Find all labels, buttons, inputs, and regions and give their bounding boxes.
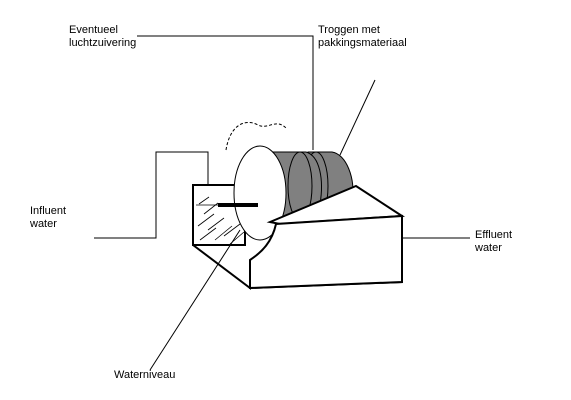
label-water-level-text: Waterniveau xyxy=(114,369,176,381)
label-influent-line2: water xyxy=(30,218,57,230)
label-troughs-line1: Troggen met xyxy=(318,24,380,36)
label-influent: Influent water xyxy=(30,205,66,231)
label-air-purification: Eventueel luchtzuivering xyxy=(69,24,136,50)
label-effluent-line1: Effluent xyxy=(475,229,513,241)
trough-front-panel xyxy=(249,214,403,290)
air-purification-leader xyxy=(137,35,314,150)
label-water-level: Waterniveau xyxy=(114,369,175,382)
drum-front-face xyxy=(233,145,287,241)
water-level-leader xyxy=(149,229,241,371)
label-troughs-line2: pakkingsmateriaal xyxy=(318,37,407,49)
trough-left-side xyxy=(192,244,251,291)
label-troughs: Troggen met pakkingsmateriaal xyxy=(318,24,407,50)
label-air-purification-line1: Eventueel xyxy=(69,24,118,36)
air-arc xyxy=(225,121,287,151)
influent-pipe xyxy=(94,151,209,239)
label-influent-line1: Influent xyxy=(30,205,67,217)
label-air-purification-line2: luchtzuivering xyxy=(69,37,137,49)
troughs-leader xyxy=(339,79,376,156)
label-effluent: Effluent water xyxy=(475,229,512,255)
drum-shaft xyxy=(218,203,258,207)
label-effluent-line2: water xyxy=(475,242,502,254)
